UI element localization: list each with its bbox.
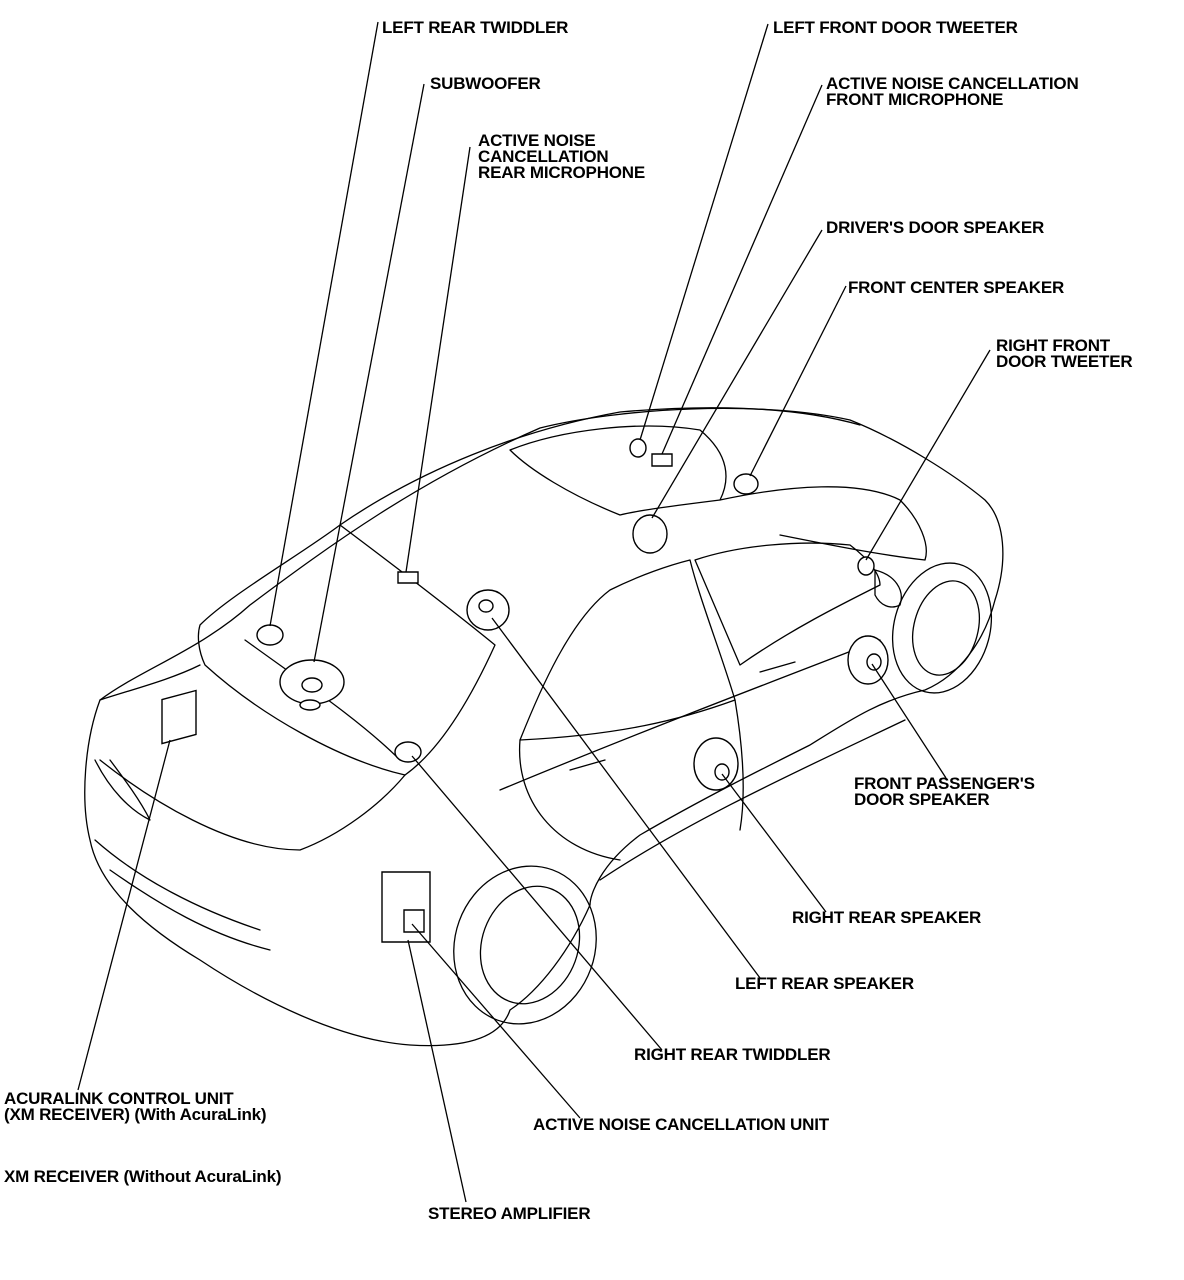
label-line: ACURALINK CONTROL UNIT [4, 1089, 234, 1108]
label-anc-front-microphone: ACTIVE NOISE CANCELLATION FRONT MICROPHO… [826, 74, 1079, 109]
right-rear-speaker-body [694, 738, 738, 790]
leader-subwoofer [314, 84, 424, 662]
label-line: FRONT MICROPHONE [826, 90, 1004, 109]
leader-anc-rear-mic [406, 147, 470, 572]
belt-line [500, 640, 880, 790]
right-front-tweeter-body [858, 557, 874, 575]
anc-unit-connector [404, 910, 424, 932]
label-acuralink-control-unit: ACURALINK CONTROL UNIT (XM RECEIVER) (Wi… [4, 1089, 267, 1124]
roof-line [340, 408, 860, 525]
label-line: CANCELLATION [478, 147, 609, 166]
trunk-lid [100, 665, 405, 850]
leader-right-front-tweeter [866, 350, 990, 560]
door-split [520, 700, 744, 860]
leader-left-rear-twiddler [270, 22, 378, 626]
label-stereo-amplifier: STEREO AMPLIFIER [428, 1204, 591, 1223]
label-right-rear-speaker: RIGHT REAR SPEAKER [792, 908, 982, 927]
left-front-tweeter-body [630, 439, 646, 457]
anc-front-mic-box [652, 454, 672, 466]
subwoofer-base [300, 700, 320, 710]
front-wheel-inner [903, 573, 990, 682]
label-line: FRONT PASSENGER'S [854, 774, 1035, 793]
label-line: (XM RECEIVER) (With AcuraLink) [4, 1105, 267, 1124]
sunroof [510, 426, 726, 515]
leader-acuralink [78, 740, 170, 1090]
subwoofer-dustcap [302, 678, 322, 692]
right-rear-twiddler-body [395, 742, 421, 762]
leader-front-passengers-door-speaker [872, 664, 946, 778]
left-rear-twiddler-body [257, 625, 283, 645]
label-front-passengers-door-speaker: FRONT PASSENGER'S DOOR SPEAKER [854, 774, 1035, 809]
label-right-front-door-tweeter: RIGHT FRONT DOOR TWEETER [996, 336, 1133, 371]
label-line: RIGHT FRONT [996, 336, 1110, 355]
leader-anc-unit [412, 924, 580, 1118]
car-body-outline [85, 408, 1003, 1045]
front-wheel-outer [879, 552, 1006, 704]
leader-right-rear-speaker [722, 774, 826, 912]
label-line: ACTIVE NOISE [478, 131, 596, 150]
right-rear-speaker-cap [715, 764, 729, 780]
label-front-center-speaker: FRONT CENTER SPEAKER [848, 278, 1065, 297]
leader-front-center-speaker [750, 286, 846, 476]
leader-left-front-tweeter [640, 24, 768, 440]
label-line: DOOR TWEETER [996, 352, 1133, 371]
label-anc-unit: ACTIVE NOISE CANCELLATION UNIT [533, 1115, 829, 1134]
left-rear-speaker-cap [479, 600, 493, 612]
front-passengers-door-speaker-cap [867, 654, 881, 670]
rocker-panel [600, 720, 905, 880]
tail-light-left [95, 760, 150, 820]
front-center-speaker-body [734, 474, 758, 494]
leader-anc-front-mic [662, 85, 822, 454]
leader-left-rear-speaker [492, 618, 760, 978]
label-line: ACTIVE NOISE CANCELLATION [826, 74, 1079, 93]
label-line: REAR MICROPHONE [478, 163, 646, 182]
side-window-rear [520, 560, 735, 740]
leader-stereo-amplifier [408, 940, 466, 1202]
label-left-rear-twiddler: LEFT REAR TWIDDLER [382, 18, 569, 37]
label-line: DOOR SPEAKER [854, 790, 990, 809]
leader-drivers-door-speaker [652, 230, 822, 518]
drivers-door-speaker-body [633, 515, 667, 553]
label-left-rear-speaker: LEFT REAR SPEAKER [735, 974, 914, 993]
acuralink-control-unit-box [162, 690, 196, 743]
rear-bumper [95, 840, 270, 950]
anc-rear-mic-box [398, 572, 418, 583]
label-right-rear-twiddler: RIGHT REAR TWIDDLER [634, 1045, 831, 1064]
rear-wheel-outer [432, 846, 618, 1044]
leader-right-rear-twiddler [412, 756, 662, 1050]
rear-wheel-inner [464, 872, 595, 1018]
label-subwoofer: SUBWOOFER [430, 74, 541, 93]
rear-window [198, 525, 495, 775]
side-mirror [875, 570, 901, 607]
label-left-front-door-tweeter: LEFT FRONT DOOR TWEETER [773, 18, 1018, 37]
windshield [720, 487, 926, 560]
label-xm-receiver: XM RECEIVER (Without AcuraLink) [4, 1167, 282, 1186]
label-drivers-door-speaker: DRIVER'S DOOR SPEAKER [826, 218, 1045, 237]
label-anc-rear-microphone: ACTIVE NOISE CANCELLATION REAR MICROPHON… [478, 131, 646, 182]
